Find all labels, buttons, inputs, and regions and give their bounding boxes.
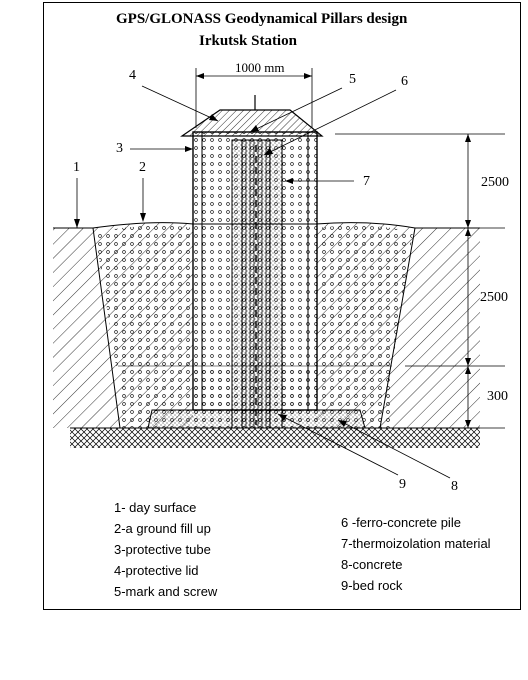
callout-6: 6 <box>401 74 408 89</box>
callout-7: 7 <box>363 174 370 189</box>
pit-wall-left <box>92 227 121 429</box>
legend-item: 7-thermoizolation material <box>341 536 491 551</box>
legend-item: 2-a ground fill up <box>114 521 211 536</box>
native-soil-right <box>380 228 480 428</box>
callout-8: 8 <box>451 479 458 494</box>
native-soil-left <box>53 228 120 428</box>
legend-item: 1- day surface <box>114 500 197 515</box>
title-line-1: GPS/GLONASS Geodynamical Pillars design <box>116 11 408 27</box>
callout-2: 2 <box>139 160 146 175</box>
callout-5: 5 <box>349 72 356 87</box>
legend-item: 9-bed rock <box>341 578 403 593</box>
legend-item: 3-protective tube <box>114 542 211 557</box>
dimension-label-upper: 2500 <box>481 175 509 190</box>
legend-item: 8-concrete <box>341 557 403 572</box>
drawing-frame <box>43 2 521 610</box>
legend-item: 6 -ferro-concrete pile <box>341 515 461 530</box>
dimension-label-lower: 300 <box>487 389 508 404</box>
callout-9: 9 <box>399 477 406 492</box>
callout-1: 1 <box>73 160 80 175</box>
legend-item: 4-protective lid <box>114 563 199 578</box>
title-line-2: Irkutsk Station <box>199 33 297 49</box>
callout-4: 4 <box>129 68 136 83</box>
dimension-label-middle: 2500 <box>480 290 508 305</box>
protective-lid <box>180 109 324 137</box>
callout-3: 3 <box>116 141 123 156</box>
legend-item: 5-mark and screw <box>114 584 218 599</box>
bedrock-layer <box>70 428 480 448</box>
width-dimension-label: 1000 mm <box>235 60 285 75</box>
